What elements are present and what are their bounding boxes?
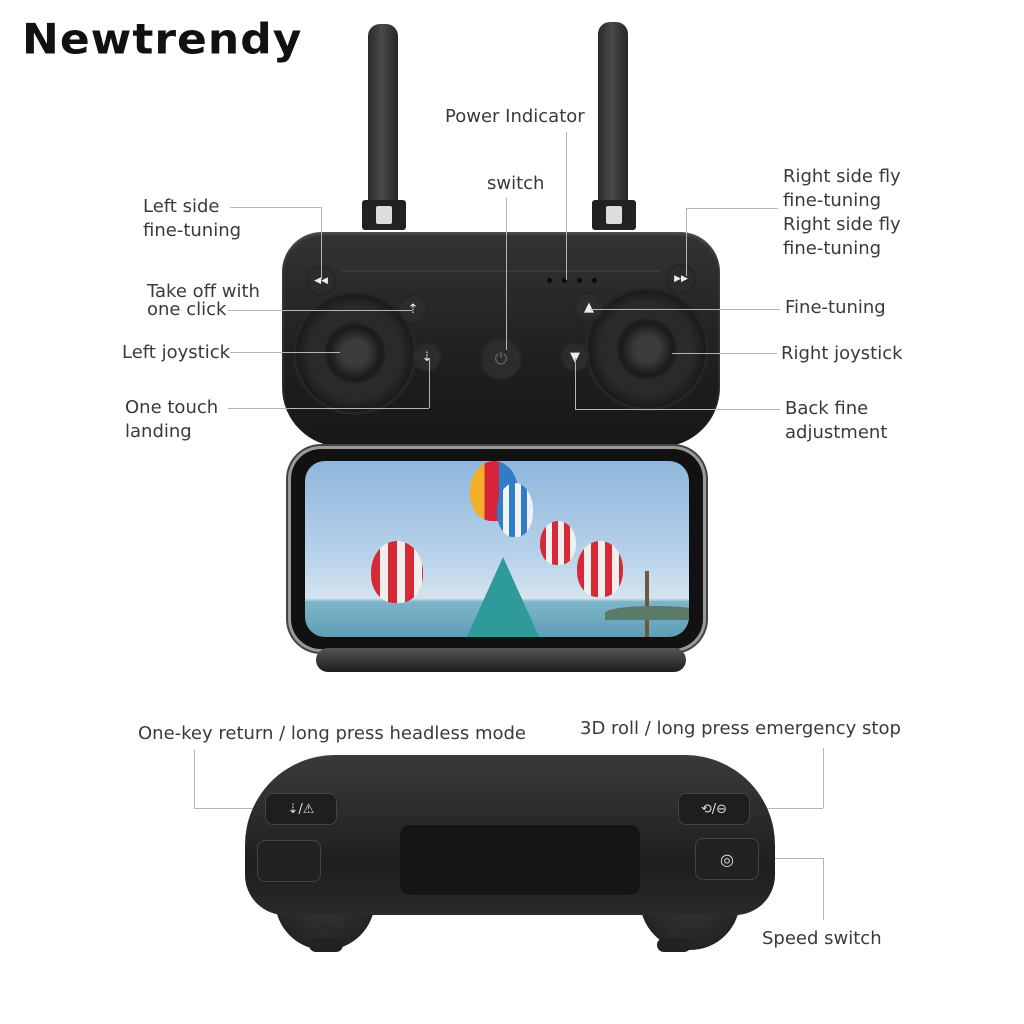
label-left-side-fine-tuning-2: fine-tuning [143, 220, 242, 241]
teepee-tent [465, 557, 541, 637]
leader-speed-switch-h [728, 858, 823, 859]
label-left-joystick: Left joystick [122, 342, 231, 363]
forward-trim-button[interactable]: ▲ [574, 292, 604, 322]
landing-button[interactable]: ⇣ [412, 342, 442, 372]
leader-left-joystick [230, 352, 340, 353]
right-antenna [598, 22, 628, 204]
takeoff-icon: ⇡ [407, 301, 419, 317]
label-roll-emergency: 3D roll / long press emergency stop [580, 718, 901, 739]
power-switch-button[interactable]: ⏻ [480, 338, 522, 380]
smartphone [291, 449, 703, 649]
label-back-fine-1: Back fine [785, 398, 869, 419]
label-right-side-fly-4: fine-tuning [783, 238, 882, 259]
balloon-center-right [540, 521, 576, 565]
left-joystick-cap [309, 938, 343, 952]
label-right-joystick: Right joystick [781, 343, 903, 364]
right-antenna-hinge [592, 200, 636, 230]
takeoff-button[interactable]: ⇡ [398, 294, 428, 324]
phone-screen [305, 461, 689, 637]
balloon-blue-white [497, 483, 533, 537]
label-right-side-fly-3: Right side fly [783, 214, 901, 235]
remote-top-edge [342, 232, 660, 272]
label-back-fine-2: adjustment [785, 422, 888, 443]
speed-switch-button[interactable]: ◎ [695, 838, 759, 880]
roll-emergency-icon: ⟲/⊖ [700, 801, 728, 817]
label-one-touch-landing-2: landing [125, 421, 192, 442]
phone-holder-base [316, 648, 686, 672]
leader-roll-emergency-v [823, 748, 824, 808]
island [605, 606, 689, 620]
arrow-up-icon: ▲ [584, 299, 594, 315]
remote-top-view: ◀◀ ▶▶ ⇡ ⇣ ▲ ▼ ⏻ [282, 232, 720, 447]
leader-left-side-fine-tuning-v [321, 207, 322, 279]
palm-tree [645, 571, 649, 637]
label-left-side-fine-tuning-1: Left side [143, 196, 220, 217]
leader-back-fine-v [575, 358, 576, 409]
fast-forward-icon: ▶▶ [674, 274, 688, 284]
label-take-off-1: Take off with [147, 281, 260, 302]
return-headless-button[interactable]: ⇣/⚠ [265, 793, 337, 825]
leader-switch [506, 198, 507, 350]
leader-right-joystick [672, 353, 777, 354]
label-power-indicator: Power Indicator [445, 106, 585, 127]
leader-back-fine-h [575, 409, 780, 410]
leader-take-off [228, 310, 412, 311]
power-led-1 [547, 278, 552, 283]
power-led-3 [577, 278, 582, 283]
label-one-key-return: One-key return / long press headless mod… [138, 723, 527, 744]
right-trim-button[interactable]: ▶▶ [666, 264, 696, 294]
label-right-side-fly-2: fine-tuning [783, 190, 882, 211]
left-antenna [368, 24, 398, 204]
brand-logo: Newtrendy [22, 15, 303, 64]
label-right-side-fly-1: Right side fly [783, 166, 901, 187]
label-take-off-2: one click [147, 299, 227, 320]
label-one-touch-landing-1: One touch [125, 397, 219, 418]
left-antenna-hinge [362, 200, 406, 230]
phone-notch [291, 495, 305, 583]
return-headless-icon: ⇣/⚠ [287, 801, 315, 817]
landing-icon: ⇣ [421, 349, 433, 365]
rewind-icon: ◀◀ [314, 276, 328, 286]
label-speed-switch: Speed switch [762, 928, 882, 949]
balloon-right [577, 541, 623, 597]
leader-right-side-fly-h [686, 208, 778, 209]
phone-clip-folded [400, 825, 640, 895]
leader-one-touch-landing-v [429, 358, 430, 408]
leader-speed-switch-v [823, 858, 824, 920]
leader-left-side-fine-tuning-h [230, 207, 321, 208]
left-trigger[interactable] [257, 840, 321, 882]
right-joystick-knob[interactable] [617, 319, 677, 379]
leader-fine-tuning [590, 309, 780, 310]
leader-one-key-return-h [194, 808, 294, 809]
leader-right-side-fly-v [686, 208, 687, 276]
left-joystick-knob[interactable] [325, 323, 385, 383]
arrow-down-icon: ▼ [570, 349, 580, 365]
power-led-2 [562, 278, 567, 283]
power-icon: ⏻ [494, 349, 508, 368]
label-fine-tuning: Fine-tuning [785, 297, 886, 318]
speed-icon: ◎ [720, 849, 734, 869]
leader-roll-emergency-h [723, 808, 823, 809]
left-joystick[interactable] [296, 294, 414, 412]
leader-one-key-return-v [194, 750, 195, 808]
leader-power-indicator [566, 132, 567, 280]
right-joystick-cap [657, 938, 691, 952]
power-led-4 [592, 278, 597, 283]
leader-one-touch-landing-h [228, 408, 429, 409]
right-joystick[interactable] [588, 290, 706, 408]
balloon-left [371, 541, 423, 603]
label-switch: switch [487, 173, 545, 194]
roll-emergency-button[interactable]: ⟲/⊖ [678, 793, 750, 825]
